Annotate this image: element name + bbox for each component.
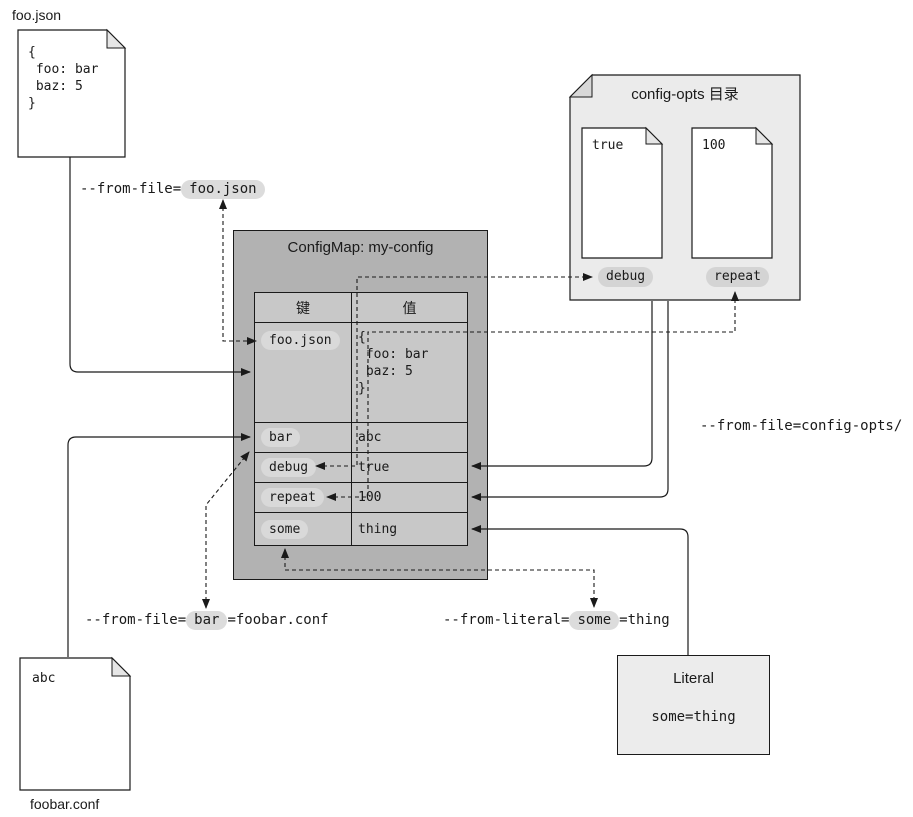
cmd-from-literal: --from-literal=some=thing <box>443 611 670 630</box>
config-opts-title: config-opts 目录 <box>631 86 739 103</box>
arrow-hundred-file-to-table <box>471 301 669 501</box>
hundred-file-fold-icon <box>755 126 774 145</box>
true-file-content: true <box>592 138 624 153</box>
key-pill-foojson: foo.json <box>261 331 340 350</box>
configmap-title: ConfigMap: my-config <box>287 239 434 256</box>
foo-json-file-content: { foo: bar baz: 5 } <box>28 45 99 111</box>
cmd-from-literal-suffix: =thing <box>619 612 670 628</box>
foobar-conf-file-title: foobar.conf <box>30 796 100 812</box>
table-key-cell-bar: bar <box>255 423 352 453</box>
cmd-from-file-foo-prefix: --from-file= <box>80 181 182 197</box>
literal-box-title: Literal <box>673 670 714 687</box>
table-value-cell-bar: abc <box>352 423 467 453</box>
foo-json-file-title: foo.json <box>12 7 62 23</box>
cmd-from-file-bar-suffix: =foobar.conf <box>227 612 329 628</box>
table-header-value: 值 <box>352 293 467 323</box>
foobar-conf-file-fold-icon <box>111 656 132 677</box>
foobar-conf-file-content: abc <box>32 671 56 686</box>
table-value-cell-some: thing <box>352 513 467 545</box>
cmd-from-literal-prefix: --from-literal= <box>443 612 570 628</box>
foo-json-file-fold-icon <box>106 28 127 49</box>
dir-key-pill-repeat: repeat <box>706 267 769 287</box>
table-value-cell-debug: true <box>352 453 467 483</box>
table-value-cell-repeat: 100 <box>352 483 467 513</box>
table-key-cell-debug: debug <box>255 453 352 483</box>
arrow-literal-to-table <box>471 525 689 655</box>
arrow-true-file-to-table <box>471 301 653 470</box>
config-opts-folder-icon <box>569 74 801 301</box>
configmap-table: 键 值 foo.json { foo: bar baz: 5 } bar abc… <box>254 292 468 546</box>
true-file-fold-icon <box>645 126 664 145</box>
key-pill-debug: debug <box>261 458 317 477</box>
hundred-file-content: 100 <box>702 138 726 153</box>
table-key-cell-some: some <box>255 513 352 545</box>
cmd-from-file-foo: --from-file=foo.json <box>80 180 265 199</box>
cmd-from-file-bar-arg-pill: bar <box>186 611 228 630</box>
dir-key-pill-debug: debug <box>598 267 654 287</box>
table-key-cell-repeat: repeat <box>255 483 352 513</box>
table-key-cell-foojson: foo.json <box>255 323 352 423</box>
literal-box: Literal some=thing <box>617 655 770 755</box>
key-pill-repeat: repeat <box>261 488 324 507</box>
key-pill-some: some <box>261 519 309 539</box>
literal-box-content: some=thing <box>651 709 736 725</box>
table-value-cell-foojson: { foo: bar baz: 5 } <box>352 323 467 423</box>
cmd-from-literal-arg-pill: some <box>569 611 620 630</box>
cmd-from-file-foo-arg-pill: foo.json <box>181 180 265 199</box>
cmd-from-file-dir: --from-file=config-opts/ <box>700 418 903 434</box>
cmd-from-file-bar-prefix: --from-file= <box>85 612 187 628</box>
table-header-key: 键 <box>255 293 352 323</box>
cmd-from-file-bar: --from-file=bar=foobar.conf <box>85 611 329 630</box>
key-pill-bar: bar <box>261 428 301 447</box>
